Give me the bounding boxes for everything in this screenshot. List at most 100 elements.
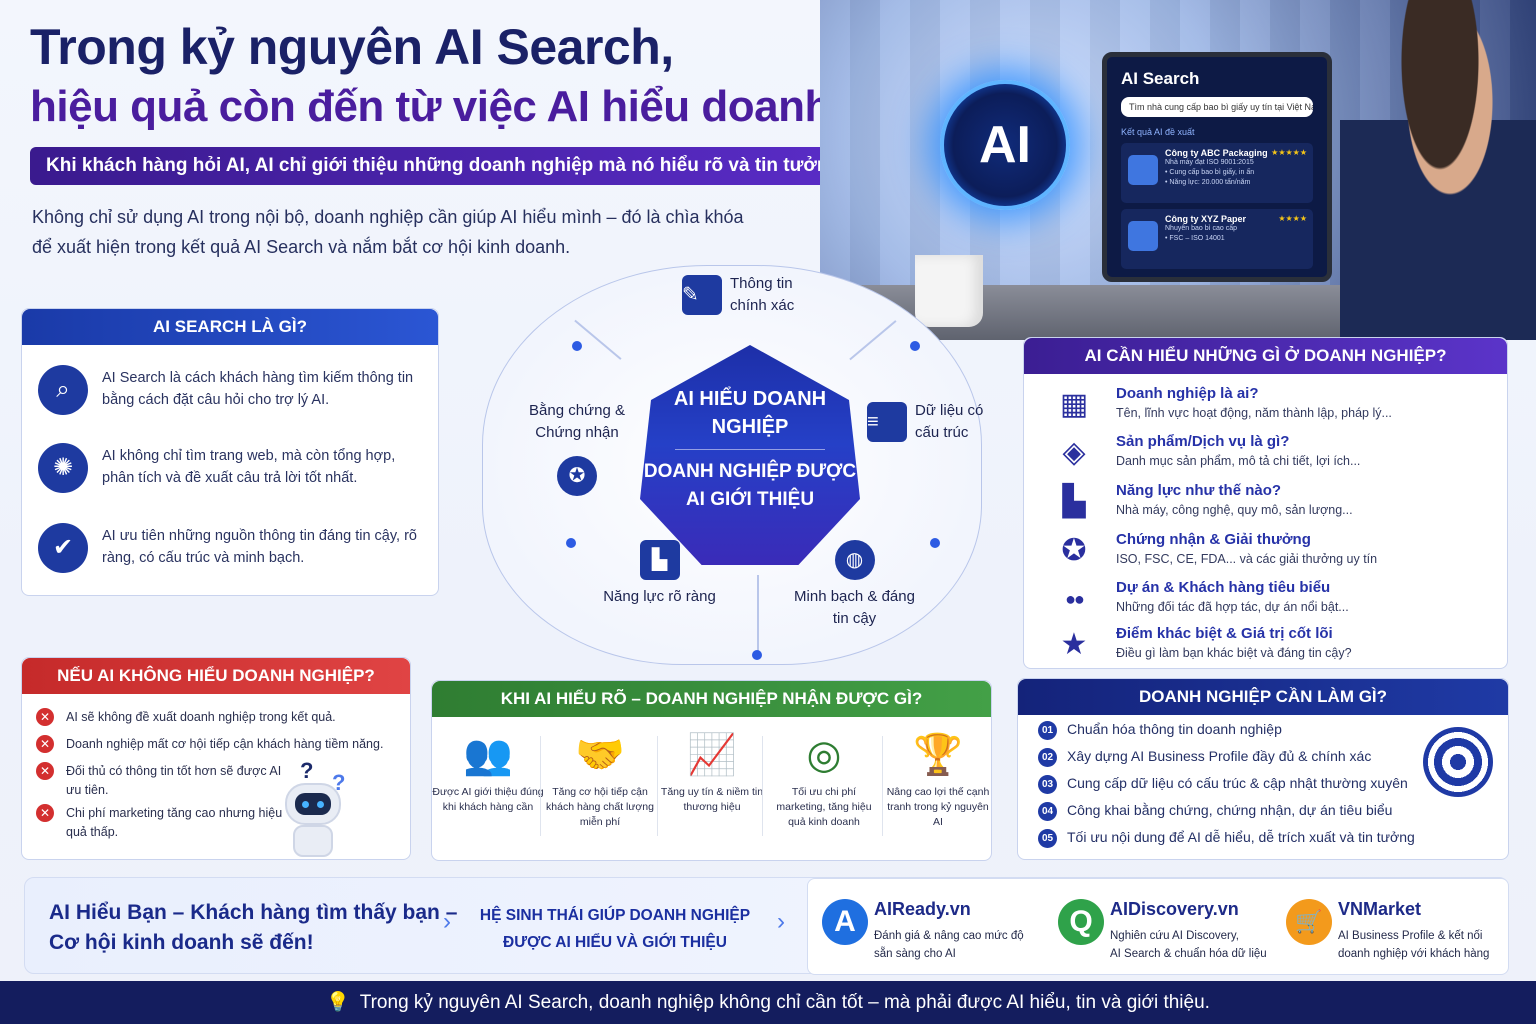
result-line: Nhà máy đạt ISO 9001:2015 <box>1165 159 1254 166</box>
step-text: Xây dựng AI Business Profile đầy đủ & ch… <box>1067 748 1372 765</box>
benefit-text: Tăng cơ hội tiếp cận khách hàng chất lượ… <box>546 786 654 828</box>
brand-desc-line: AI Business Profile & kết nối <box>1338 930 1483 942</box>
item-text: AI không chỉ tìm trang web, mà còn tổng … <box>102 448 396 486</box>
list-item: 03 Cung cấp dữ liệu có cấu trúc & cập nhậ… <box>1038 775 1408 794</box>
benefits-panel: KHI AI HIỂU RÕ – DOANH NGHIỆP NHẬN ĐƯỢC … <box>431 680 992 861</box>
robot-body <box>293 825 333 857</box>
divider <box>762 736 763 836</box>
growth-chart-icon: 📈 <box>687 733 737 777</box>
robot-eye <box>302 801 309 808</box>
item-title: Năng lực như thế nào? <box>1116 482 1282 499</box>
ecosystem-label: HỆ SINH THÁI GIÚP DOANH NGHIỆP ĐƯỢC AI H… <box>465 902 765 956</box>
slogan-line2: Cơ hội kinh doanh sẽ đến! <box>49 931 314 954</box>
ecosystem-band: AI Hiểu Bạn – Khách hàng tìm thấy bạn – … <box>24 877 1509 975</box>
benefit-item: 🤝 Tăng cơ hội tiếp cận khách hàng chất l… <box>544 731 656 830</box>
step-text: Cung cấp dữ liệu có cấu trúc & cập nhật … <box>1067 775 1408 792</box>
item-text: Đối thủ có thông tin tốt hơn sẽ được AI … <box>66 764 282 797</box>
star-icon: ★ <box>1060 628 1088 661</box>
people-icon: 👥 <box>463 733 513 777</box>
benefit-item: 👥 Được AI giới thiệu đúng khi khách hàng… <box>432 731 544 815</box>
footer-banner: 💡Trong kỷ nguyên AI Search, doanh nghiệp… <box>0 981 1536 1024</box>
benefit-text: Được AI giới thiệu đúng khi khách hàng c… <box>432 786 544 813</box>
robot-eye <box>317 801 324 808</box>
item-text: AI Search là cách khách hàng tìm kiếm th… <box>102 370 414 408</box>
connector-dot <box>910 341 920 351</box>
panel-title: AI CẦN HIỂU NHỮNG GÌ Ở DOANH NGHIỆP? <box>1024 338 1507 374</box>
step-number: 01 <box>1038 721 1057 740</box>
brand-name: VNMarket <box>1338 899 1422 919</box>
building-icon <box>1128 155 1158 185</box>
question-mark-icon: ? <box>300 758 314 783</box>
x-circle-icon: ✕ <box>36 762 54 780</box>
item-title: Sản phẩm/Dịch vụ là gì? <box>1116 433 1290 450</box>
shopping-cart-icon: 🛒 <box>1286 899 1332 945</box>
connector-dot <box>930 538 940 548</box>
chevron-right-icon: › <box>443 908 451 935</box>
title-line1: Trong kỷ nguyên AI Search, <box>30 19 674 75</box>
result-name: Công ty XYZ Paper <box>1165 214 1247 224</box>
item-desc: Điều gì làm bạn khác biệt và đáng tin cậ… <box>1116 646 1352 660</box>
center-bottom-text: DOANH NGHIỆP ĐƯỢC AI GIỚI THIỆU <box>643 461 857 510</box>
connector-dot <box>566 538 576 548</box>
robot-icon <box>277 773 349 858</box>
x-circle-icon: ✕ <box>36 804 54 822</box>
step-number: 03 <box>1038 775 1057 794</box>
brand-desc-line: AI Search & chuẩn hóa dữ liệu <box>1110 948 1267 960</box>
step-number: 04 <box>1038 802 1057 821</box>
step-text: Tối ưu nội dung để AI dễ hiểu, dễ trích … <box>1067 829 1415 846</box>
brand-desc: AI Business Profile & kết nối doanh nghi… <box>1338 927 1489 963</box>
database-icon: ≡ <box>867 402 907 442</box>
screen-title: AI Search <box>1121 69 1200 88</box>
brand-name: AIReady.vn <box>874 899 971 919</box>
result-name: Công ty ABC Packaging <box>1165 148 1268 158</box>
node-label: Năng lực rõ ràng <box>603 588 716 605</box>
benefit-text: Tăng uy tín & niềm tin thương hiệu <box>660 786 764 813</box>
building-icon: ▦ <box>1059 388 1089 421</box>
chevron-right-icon: › <box>777 908 785 935</box>
handshake-icon: 🤝 <box>575 733 625 777</box>
item-title: Điểm khác biệt & Giá trị cốt lõi <box>1116 625 1333 642</box>
box-icon: ◈ <box>1062 436 1086 469</box>
item-desc: Tên, lĩnh vực hoạt động, năm thành lập, … <box>1116 406 1392 420</box>
brand-desc-line: sẵn sàng cho AI <box>874 948 956 960</box>
brand-desc-line: doanh nghiệp với khách hàng <box>1338 948 1490 960</box>
laptop-screen: AI Search Tìm nhà cung cấp bao bì giấy u… <box>1102 52 1332 282</box>
hero-illustration: AI AI Search Tìm nhà cung cấp bao bì giấ… <box>820 0 1536 340</box>
step-text: Công khai bằng chứng, chứng nhận, dự án … <box>1067 802 1393 819</box>
what-is-ai-search-panel: AI SEARCH LÀ GÌ? ⌕ AI Search là cách khá… <box>21 308 439 596</box>
brand-desc-line: Đánh giá & nâng cao mức độ <box>874 930 1024 942</box>
result-line: Nhuyên bao bì cao cấp <box>1165 225 1237 232</box>
benefit-text: Tối ưu chi phí marketing, tăng hiệu quả … <box>776 786 872 828</box>
trophy-icon: 🏆 <box>913 733 963 777</box>
list-item: 04 Công khai bằng chứng, chứng nhận, dự á… <box>1038 802 1392 821</box>
connector-dot <box>752 650 762 660</box>
brand-name: AIDiscovery.vn <box>1110 899 1239 919</box>
ai-orb-icon: AI <box>940 80 1070 210</box>
benefit-text: Nâng cao lợi thế cạnh tranh trong kỷ ngu… <box>886 786 990 828</box>
aidiscovery-logo-icon: Q <box>1058 899 1104 945</box>
result-card: Công ty XYZ Paper ★★★★ Nhuyên bao bì cao… <box>1121 209 1313 269</box>
lightbulb-icon: 💡 <box>326 992 350 1013</box>
brand-desc-line: Nghiên cứu AI Discovery, <box>1110 930 1239 942</box>
slogan-line1: AI Hiểu Bạn – Khách hàng tìm thấy bạn – <box>49 901 458 924</box>
box-icon <box>1128 221 1158 251</box>
people-icon: ●● <box>1065 589 1085 609</box>
brand-list: A AIReady.vn Đánh giá & nâng cao mức độ … <box>807 878 1509 975</box>
item-text: AI sẽ không đề xuất doanh nghiệp trong k… <box>66 710 336 724</box>
shield-check-icon: ✔ <box>38 523 88 573</box>
item-text: Doanh nghiệp mất cơ hội tiếp cận khách h… <box>66 737 384 751</box>
result-line: • FSC – ISO 14001 <box>1165 235 1225 242</box>
divider <box>540 736 541 836</box>
factory-icon: ▙ <box>639 540 680 580</box>
node-label: Dữ liệu có cấu trúc <box>915 402 984 441</box>
intro-line2: để xuất hiện trong kết quả AI Search và … <box>32 237 571 257</box>
item-desc: ISO, FSC, CE, FDA... và các giải thưởng … <box>1116 552 1378 566</box>
factory-icon: ▙ <box>1062 485 1086 518</box>
ecosystem-line1: HỆ SINH THÁI GIÚP DOANH NGHIỆP <box>479 907 751 924</box>
ecosystem-line2: ĐƯỢC AI HIỂU VÀ GIỚI THIỆU <box>503 934 727 951</box>
aiready-logo-icon: A <box>822 899 868 945</box>
center-top-text: AI HIỂU DOANH NGHIỆP <box>673 388 827 438</box>
item-desc: Danh mục sản phẩm, mô tả chi tiết, lợi í… <box>1116 454 1361 468</box>
